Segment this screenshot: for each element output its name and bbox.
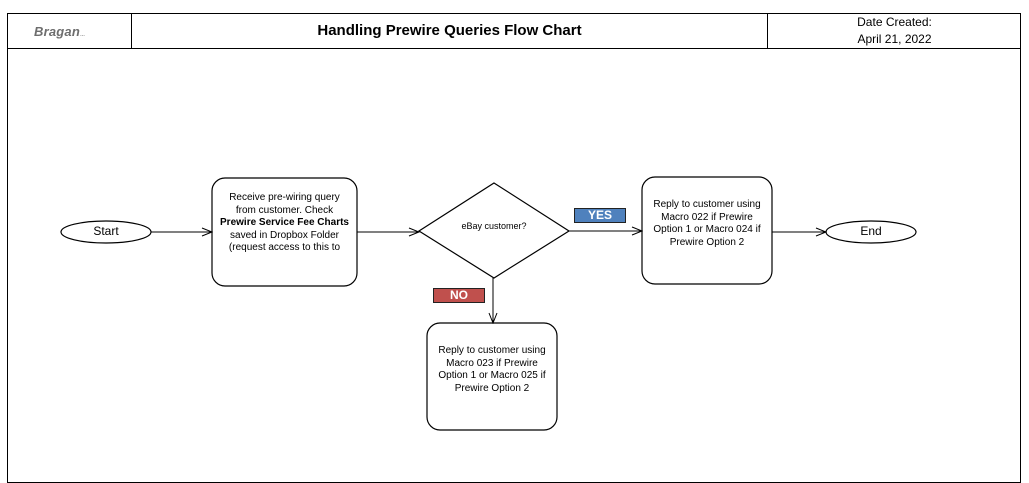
logo-cell: Bragan… [7, 13, 132, 48]
no-tag: NO [433, 288, 485, 303]
page-title: Handling Prewire Queries Flow Chart [317, 22, 582, 39]
company-logo: Bragan… [34, 24, 86, 39]
reply-yes-text: Reply to customer using Macro 022 if Pre… [653, 199, 761, 248]
receive-query-text: Receive pre-wiring query from customer. … [220, 192, 349, 253]
title-cell: Handling Prewire Queries Flow Chart [132, 13, 768, 48]
end-label: End [860, 224, 882, 238]
flowchart-canvas [60, 176, 917, 431]
reply-no-text: Reply to customer using Macro 023 if Pre… [438, 345, 546, 394]
header-row: Bragan… Handling Prewire Queries Flow Ch… [7, 13, 1021, 49]
start-label: Start [93, 224, 119, 238]
date-cell: Date Created: April 21, 2022 [768, 13, 1021, 48]
date-label: Date Created: [857, 15, 932, 29]
ebay-decision-diamond [417, 182, 571, 279]
decision-text: eBay customer? [461, 221, 527, 231]
date-value: April 21, 2022 [857, 32, 932, 46]
yes-tag: YES [574, 208, 626, 223]
